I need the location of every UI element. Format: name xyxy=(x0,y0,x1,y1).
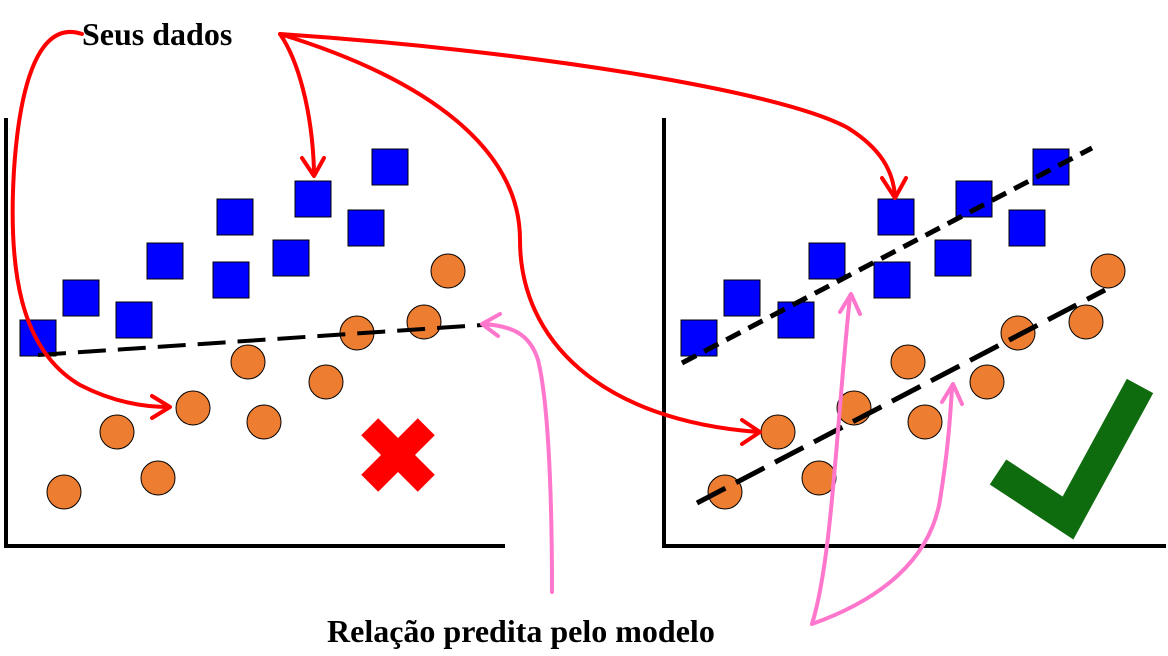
data-square xyxy=(1032,148,1070,186)
right-model-line-upper xyxy=(680,145,1094,366)
check-mark-icon xyxy=(989,378,1154,540)
data-square xyxy=(347,209,385,247)
right-axes xyxy=(662,118,1166,548)
left-axes xyxy=(4,118,505,548)
arrowhead-icon xyxy=(940,382,964,406)
data-square xyxy=(272,239,310,277)
data-circle xyxy=(760,414,796,450)
left-model-line xyxy=(37,323,483,357)
data-circle xyxy=(430,253,466,289)
data-circle xyxy=(801,460,837,496)
data-circle xyxy=(1068,304,1104,340)
data-circle xyxy=(246,404,282,440)
data-square xyxy=(216,198,254,236)
data-square xyxy=(877,198,915,236)
data-square xyxy=(115,301,153,339)
data-circle xyxy=(308,364,344,400)
data-circle xyxy=(140,460,176,496)
arrow-data-to-left-circle xyxy=(10,30,170,409)
data-circle xyxy=(707,474,743,510)
data-circle xyxy=(907,404,943,440)
data-circle xyxy=(406,304,442,340)
right-panel xyxy=(662,118,1166,548)
data-square xyxy=(371,148,409,186)
arrow-data-to-right-square xyxy=(278,32,897,198)
arrow-data-to-left-square xyxy=(278,32,316,172)
data-circle xyxy=(890,344,926,380)
data-arrowheads xyxy=(150,156,908,446)
data-square xyxy=(873,261,911,299)
data-square xyxy=(808,242,846,280)
arrowhead-icon xyxy=(150,394,172,420)
arrow-data-to-right-circle xyxy=(278,32,760,434)
model-arrowheads xyxy=(480,292,964,406)
model-arrows xyxy=(482,294,954,626)
data-circle xyxy=(969,364,1005,400)
left-squares xyxy=(19,148,409,357)
label-your-data: Seus dados xyxy=(82,16,232,52)
left-circles xyxy=(46,253,466,510)
right-model-line-lower xyxy=(695,287,1107,506)
data-square xyxy=(294,180,332,218)
data-square xyxy=(146,242,184,280)
arrowhead-icon xyxy=(480,312,502,338)
cross-mark-icon xyxy=(361,418,435,492)
arrow-model-to-right-lower xyxy=(810,386,954,626)
data-square xyxy=(1008,209,1046,247)
data-square xyxy=(934,239,972,277)
data-square xyxy=(723,279,761,317)
data-circle xyxy=(46,474,82,510)
data-square xyxy=(680,319,718,357)
arrow-model-to-left-line xyxy=(482,322,554,594)
data-circle xyxy=(175,390,211,426)
left-panel xyxy=(4,118,505,548)
arrowhead-icon xyxy=(838,292,862,316)
arrowhead-icon xyxy=(300,156,326,178)
right-circles xyxy=(707,253,1126,510)
label-model-relation: Relação predita pelo modelo xyxy=(327,613,715,649)
arrowhead-icon xyxy=(740,418,762,446)
data-arrows xyxy=(10,30,897,434)
data-circle xyxy=(230,344,266,380)
arrow-model-to-right-upper xyxy=(810,294,852,626)
data-square xyxy=(212,261,250,299)
data-circle xyxy=(99,414,135,450)
right-squares xyxy=(680,148,1070,357)
data-square xyxy=(62,279,100,317)
arrowhead-icon xyxy=(880,176,908,200)
data-circle xyxy=(1090,253,1126,289)
